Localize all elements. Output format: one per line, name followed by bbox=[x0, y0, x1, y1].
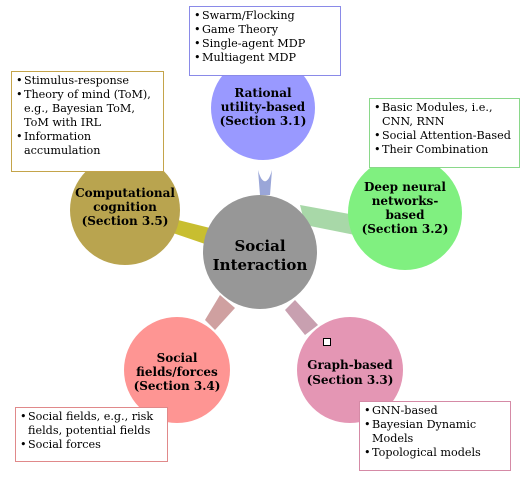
list-item: Topological models bbox=[364, 446, 505, 460]
box-cognition-methods: Stimulus-response Theory of mind (ToM), … bbox=[11, 71, 164, 172]
list-item: Theory of mind (ToM), e.g., Bayesian ToM… bbox=[16, 88, 158, 130]
node-rational-label-3: (Section 3.1) bbox=[220, 114, 307, 128]
connector-cognition bbox=[170, 218, 210, 245]
list-item: Their Combination bbox=[374, 143, 514, 157]
node-rational-label-2: utility-based bbox=[221, 100, 306, 114]
node-deep-label-4: (Section 3.2) bbox=[362, 222, 449, 236]
list-item: Social forces bbox=[20, 438, 162, 452]
connector-deep bbox=[300, 205, 355, 235]
list-item: Social Attention-Based bbox=[374, 129, 514, 143]
box-deep-methods: Basic Modules, i.e., CNN, RNN Social Att… bbox=[369, 98, 520, 168]
node-cognition-label-2: cognition bbox=[93, 200, 157, 214]
list-item: Basic Modules, i.e., CNN, RNN bbox=[374, 101, 514, 129]
node-fields-label-3: (Section 3.4) bbox=[134, 379, 221, 393]
box-fields-methods: Social fields, e.g., risk fields, potent… bbox=[15, 407, 168, 462]
list-item: Social fields, e.g., risk fields, potent… bbox=[20, 410, 162, 438]
node-deep[interactable] bbox=[348, 156, 462, 270]
box-rational-methods: Swarm/Flocking Game Theory Single-agent … bbox=[189, 6, 341, 76]
node-cognition-label-1: Computational bbox=[75, 186, 175, 200]
node-fields-label-1: Social bbox=[157, 351, 198, 365]
node-rational-label-1: Rational bbox=[234, 86, 292, 100]
list-item: GNN-based bbox=[364, 404, 505, 418]
list-item: Game Theory bbox=[194, 23, 335, 37]
connector-graph bbox=[285, 300, 318, 335]
center-title-line1: Social bbox=[234, 237, 285, 255]
node-deep-label-3: based bbox=[386, 208, 426, 222]
box-graph-methods: GNN-based Bayesian Dynamic Models Topolo… bbox=[359, 401, 511, 471]
node-graph-label-1: Graph-based bbox=[307, 358, 393, 372]
list-item: Swarm/Flocking bbox=[194, 9, 335, 23]
list-item: Multiagent MDP bbox=[194, 51, 335, 65]
node-deep-label-1: Deep neural bbox=[364, 180, 446, 194]
center-title-line2: Interaction bbox=[213, 256, 308, 274]
node-graph-label-2: (Section 3.3) bbox=[307, 373, 394, 387]
list-item: Stimulus-response bbox=[16, 74, 158, 88]
node-rational[interactable] bbox=[211, 56, 315, 160]
selection-handle[interactable] bbox=[323, 338, 331, 346]
connector-fields bbox=[205, 295, 235, 330]
node-fields-label-2: fields/forces bbox=[136, 365, 218, 379]
center-node[interactable] bbox=[203, 195, 317, 309]
node-deep-label-2: networks- bbox=[372, 194, 439, 208]
list-item: Bayesian Dynamic Models bbox=[364, 418, 505, 446]
connector-rational bbox=[258, 170, 272, 195]
list-item: Single-agent MDP bbox=[194, 37, 335, 51]
node-cognition-label-3: (Section 3.5) bbox=[82, 214, 169, 228]
node-cognition[interactable] bbox=[70, 155, 180, 265]
node-fields[interactable] bbox=[124, 317, 230, 423]
list-item: Information accumulation bbox=[16, 130, 158, 158]
